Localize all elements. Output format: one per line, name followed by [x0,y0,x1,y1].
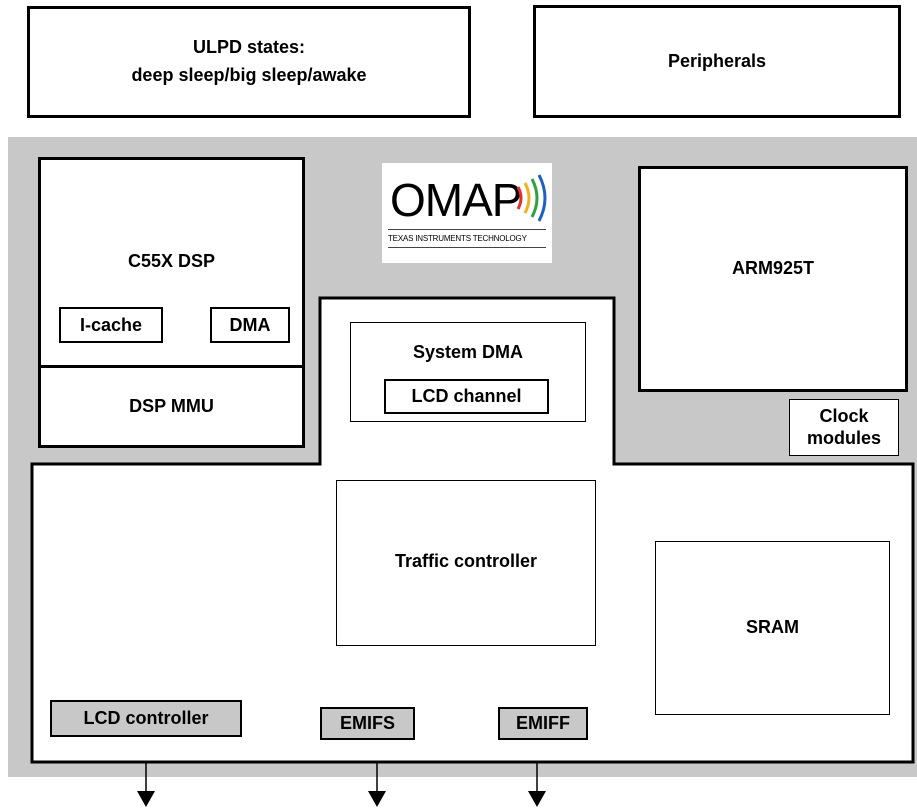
lcd-controller-box: LCD controller [50,700,242,737]
emiff-box: EMIFF [498,707,588,740]
sram-box: SRAM [655,541,890,715]
dsp-dma-box: DMA [210,307,290,343]
omap-logo-wordmark: OMAP [390,174,522,226]
icache-box: I-cache [59,307,163,343]
omap-logo: OMAP TEXAS INSTRUMENTS TECHNOLOGY [382,163,552,263]
c55x-dsp-title: C55X DSP [127,251,216,271]
clock-modules-line1: Clock [819,405,869,426]
c55x-dsp-box: C55X DSP I-cache DMA [38,157,305,368]
dsp-mmu-label: DSP MMU [129,395,214,416]
omap-logo-tagline: TEXAS INSTRUMENTS TECHNOLOGY [388,234,527,243]
dsp-mmu-box: DSP MMU [38,365,305,448]
sram-label: SRAM [746,617,799,638]
omap-logo-underline [388,229,546,230]
arm925t-box: ARM925T [638,166,908,392]
ulpd-states-box: ULPD states: deep sleep/big sleep/awake [27,6,471,118]
traffic-controller-label: Traffic controller [394,551,538,572]
lcd-channel-box: LCD channel [384,379,549,414]
clock-modules-line2: modules [806,427,881,448]
lcd-output-arrow [137,762,155,807]
emiff-output-arrow [528,762,546,807]
emifs-box: EMIFS [320,707,415,740]
clock-modules-box: Clock modules [789,399,899,456]
system-dma-title: System DMA [412,342,524,362]
arm925t-label: ARM925T [731,258,815,279]
ulpd-states-title: ULPD states: [192,37,306,58]
emifs-output-arrow [368,762,386,807]
peripherals-label: Peripherals [667,50,767,71]
traffic-controller-box: Traffic controller [336,480,596,646]
ulpd-states-modes: deep sleep/big sleep/awake [131,65,367,85]
omap-logo-underline-bottom [388,247,546,248]
wireless-waves-icon [516,174,547,222]
system-dma-box: System DMA LCD channel [350,322,586,422]
peripherals-box: Peripherals [533,5,901,118]
